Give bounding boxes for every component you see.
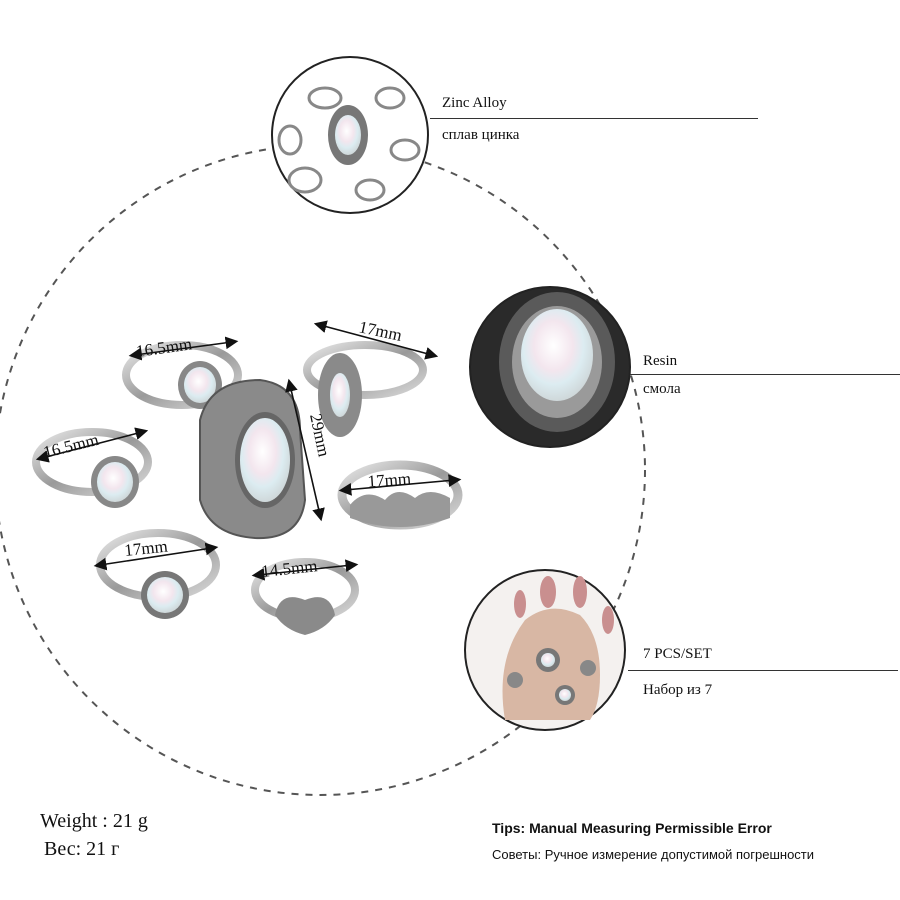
- feature-label-ru: сплав цинка: [442, 127, 520, 143]
- weight-en: Weight : 21 g: [40, 810, 148, 832]
- feature-circle-resin: [469, 286, 631, 448]
- feature-label-ru: смола: [643, 381, 681, 397]
- divider: [628, 670, 898, 671]
- feature-label-ru: Набор из 7: [643, 682, 713, 698]
- measure-label: 16.5mm: [135, 334, 193, 361]
- divider: [630, 374, 900, 375]
- measure-label: 14.5mm: [260, 556, 318, 581]
- ring-3-icon: [199, 378, 307, 540]
- measure-label: 17mm: [123, 537, 168, 560]
- feature-label-en: Resin: [643, 353, 678, 369]
- tips-ru: Советы: Ручное измерение допустимой погр…: [492, 847, 815, 862]
- feature-label-en: Zinc Alloy: [442, 95, 507, 111]
- feature-circle-set: [464, 569, 626, 731]
- feature-label-en: 7 PCS/SET: [643, 646, 712, 662]
- ring-4-icon: [303, 341, 427, 437]
- weight-ru: Вес: 21 г: [44, 838, 120, 860]
- divider: [430, 118, 758, 119]
- feature-circle-zinc-alloy: [271, 56, 429, 214]
- measure-label: 17mm: [367, 469, 412, 491]
- measure-label: 17mm: [357, 317, 403, 345]
- tips-en: Tips: Manual Measuring Permissible Error: [492, 820, 772, 836]
